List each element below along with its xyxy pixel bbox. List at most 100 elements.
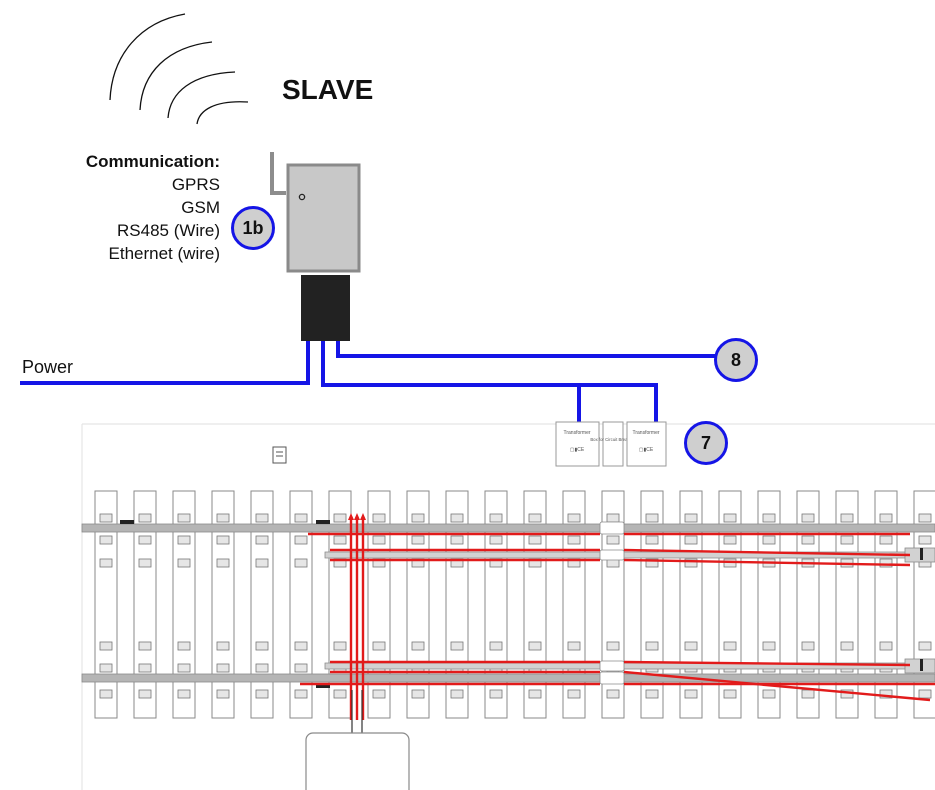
rail-joints [599, 521, 625, 685]
rail-clip [138, 663, 152, 673]
rail-clip [372, 641, 386, 651]
rail-clip [138, 641, 152, 651]
transformer-box-right: Transformer ▢▮CE [626, 421, 667, 467]
rail-clip [216, 663, 230, 673]
rail-clip [879, 641, 893, 651]
rail-clip [606, 535, 620, 545]
rail-clip [645, 641, 659, 651]
rail-clip [333, 641, 347, 651]
antenna [270, 152, 286, 195]
rail-clip [216, 641, 230, 651]
rail-clip [840, 535, 854, 545]
rail-clip [450, 513, 464, 523]
rail-clip [879, 689, 893, 699]
rail-clip [567, 513, 581, 523]
rail-clip [567, 535, 581, 545]
rail-clip [606, 689, 620, 699]
rail-clip [723, 513, 737, 523]
rail-clip [255, 558, 269, 568]
rail-clip [489, 689, 503, 699]
sleeper [796, 490, 820, 719]
panel-small-box [272, 446, 287, 464]
rail-clip [879, 535, 893, 545]
rail-clip [918, 641, 932, 651]
power-wire [20, 341, 310, 385]
rail-clip [528, 513, 542, 523]
badge-1b: 1b [231, 206, 275, 250]
rail-clip [255, 641, 269, 651]
rail-clip [255, 513, 269, 523]
sleeper [874, 490, 898, 719]
badge-7: 7 [684, 421, 728, 465]
rail-clip [255, 689, 269, 699]
rail-clip [567, 689, 581, 699]
junction-box [305, 732, 410, 790]
rail-clip [723, 689, 737, 699]
rail-clip [918, 535, 932, 545]
rail-clip [762, 513, 776, 523]
sleeper [679, 490, 703, 719]
sleeper [211, 490, 235, 719]
communication-title: Communication: [85, 152, 220, 171]
communication-item: GSM [181, 198, 220, 217]
rail-clip [99, 641, 113, 651]
rail-clip [411, 535, 425, 545]
rail-clip [411, 641, 425, 651]
rail-clip [918, 689, 932, 699]
rail-clip [645, 513, 659, 523]
rail-clip [99, 535, 113, 545]
rail-clip [762, 641, 776, 651]
transformer-box-left: Transformer ▢▮CE [555, 421, 600, 467]
rail-clip [177, 558, 191, 568]
rail-clip [840, 641, 854, 651]
rail-clip [216, 535, 230, 545]
wire-to-7 [321, 341, 658, 423]
rail-clip [333, 513, 347, 523]
rail-clip [684, 535, 698, 545]
rail-clip [177, 689, 191, 699]
rail-clip [294, 689, 308, 699]
rail-clip [411, 689, 425, 699]
sleeper [250, 490, 274, 719]
rail-clip [450, 641, 464, 651]
rail-clip [801, 513, 815, 523]
rail-clip [99, 558, 113, 568]
rail-clip [333, 535, 347, 545]
rail-clip [294, 558, 308, 568]
wire-to-8 [336, 341, 715, 358]
rail-clip [99, 689, 113, 699]
rail-clip [450, 689, 464, 699]
rail-clip [138, 689, 152, 699]
badge-8: 8 [714, 338, 758, 382]
rail-clip [372, 513, 386, 523]
svg-text:▢▮CE: ▢▮CE [570, 447, 585, 453]
rail-clip [138, 535, 152, 545]
rail-clip [450, 535, 464, 545]
communication-list: Communication: GPRS GSM RS485 (Wire) Eth… [0, 150, 220, 265]
rail-clip [762, 689, 776, 699]
track-rails [81, 520, 935, 688]
rail-clip [294, 535, 308, 545]
rail-clip [177, 513, 191, 523]
rail-clip [255, 663, 269, 673]
wireless-signal-icon [109, 13, 249, 125]
rail-clip [684, 558, 698, 568]
circuit-breaker-label: Box for Circuit Breakers [590, 437, 635, 442]
rail-clip [801, 641, 815, 651]
rail-clip [216, 689, 230, 699]
rail-clip [879, 558, 893, 568]
rail-clip [528, 535, 542, 545]
sleeper [172, 490, 196, 719]
rail-clip [840, 513, 854, 523]
rail-clip [762, 535, 776, 545]
rail-clip [723, 641, 737, 651]
rail-clip [489, 641, 503, 651]
cable-lines [351, 690, 363, 735]
rail-clip [294, 641, 308, 651]
rail-clip [138, 513, 152, 523]
rail-clip [216, 513, 230, 523]
rail-clip [801, 689, 815, 699]
rail-clip [177, 663, 191, 673]
sleeper [718, 490, 742, 719]
